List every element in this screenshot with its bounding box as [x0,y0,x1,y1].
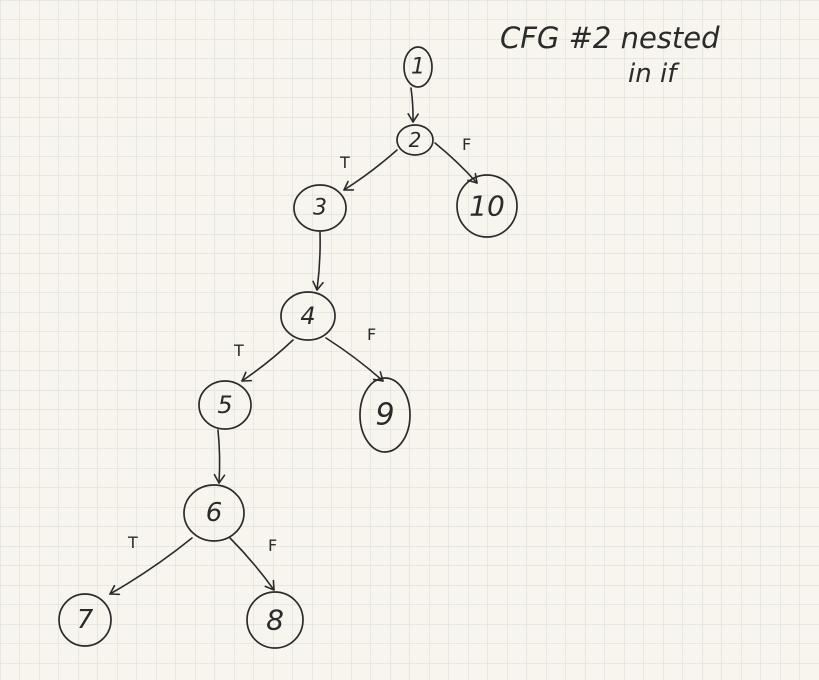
node-5: 5 [198,380,252,430]
node-label-7: 7 [77,605,94,635]
node-1: 1 [403,46,433,88]
node-circle-6 [183,484,245,542]
node-6: 6 [183,484,245,542]
node-circle-3 [293,184,347,232]
node-circle-5 [198,380,252,430]
node-label-2: 2 [409,128,422,152]
edge-label-4-5: T [233,341,244,360]
nodes-layer: 1 2 3 4 5 6 7 8 9 10 [58,46,518,649]
node-circle-7 [58,593,112,647]
node-circle-9 [359,377,411,453]
node-label-4: 4 [300,302,315,330]
edge-3-4 [312,231,324,291]
edge-label-2-10: F [462,135,471,154]
node-circle-8 [246,591,304,649]
node-7: 7 [58,593,112,647]
edge-label-4-9: F [367,325,376,344]
edge-5-6 [213,429,226,484]
node-9: 9 [359,377,411,453]
edges-layer: T F T F T F [109,87,478,596]
edge-1-2 [407,87,419,123]
edge-label-2-3: T [339,153,350,172]
node-circle-2 [396,124,434,156]
node-8: 8 [246,591,304,649]
node-label-8: 8 [266,604,284,637]
node-10: 10 [456,174,518,238]
node-label-5: 5 [217,391,232,419]
note-line-2: in if [628,59,680,89]
note-line-1: CFG #2 nested [500,21,720,55]
edge-2-10 [434,142,478,184]
node-circle-1 [403,46,433,88]
node-label-6: 6 [206,498,223,528]
edge-4-5 [241,339,294,382]
node-3: 3 [293,184,347,232]
node-label-3: 3 [313,196,327,221]
edge-6-8 [229,537,275,591]
node-label-10: 10 [469,190,505,223]
edge-label-6-7: T [127,533,138,552]
node-2: 2 [396,124,434,156]
node-circle-4 [280,291,336,341]
node-circle-10 [456,174,518,238]
node-label-9: 9 [375,398,394,433]
edge-label-6-8: F [268,536,277,555]
edge-2-3 [343,149,398,191]
edge-4-9 [325,337,384,382]
node-4: 4 [280,291,336,341]
node-label-1: 1 [411,55,425,80]
edge-6-7 [109,537,193,596]
